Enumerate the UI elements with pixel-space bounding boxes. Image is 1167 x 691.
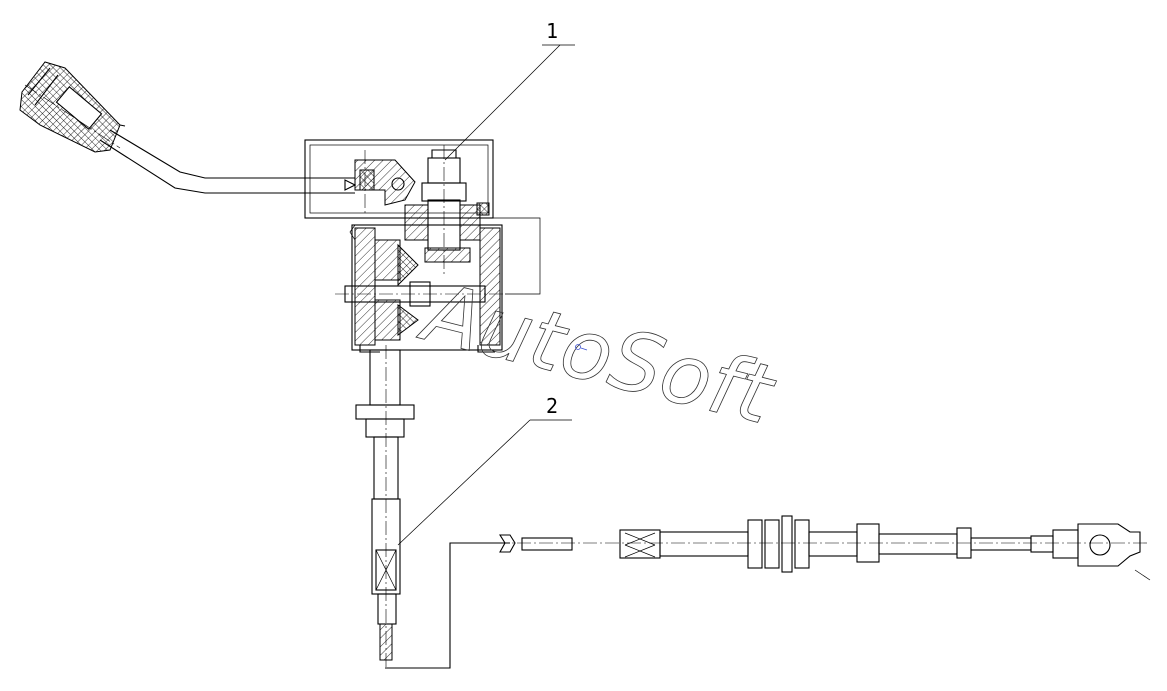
- watermark-text: AutoSoft: [411, 264, 785, 444]
- callout-1: 1: [444, 19, 575, 161]
- knob-insert: [55, 86, 103, 130]
- lower-housing: [335, 217, 541, 353]
- callout-2: 2: [397, 394, 572, 546]
- watermark: AutoSoft: [410, 264, 785, 444]
- logo-mark-icon: [575, 344, 588, 351]
- callout-label-2: 2: [546, 394, 558, 418]
- upper-housing: [304, 139, 494, 219]
- gear-lever: [19, 61, 330, 194]
- vertical-shaft: [355, 345, 415, 670]
- selector-mechanism: [404, 145, 490, 275]
- callout-label-1: 1: [546, 19, 558, 43]
- cable-assembly: [385, 515, 1151, 669]
